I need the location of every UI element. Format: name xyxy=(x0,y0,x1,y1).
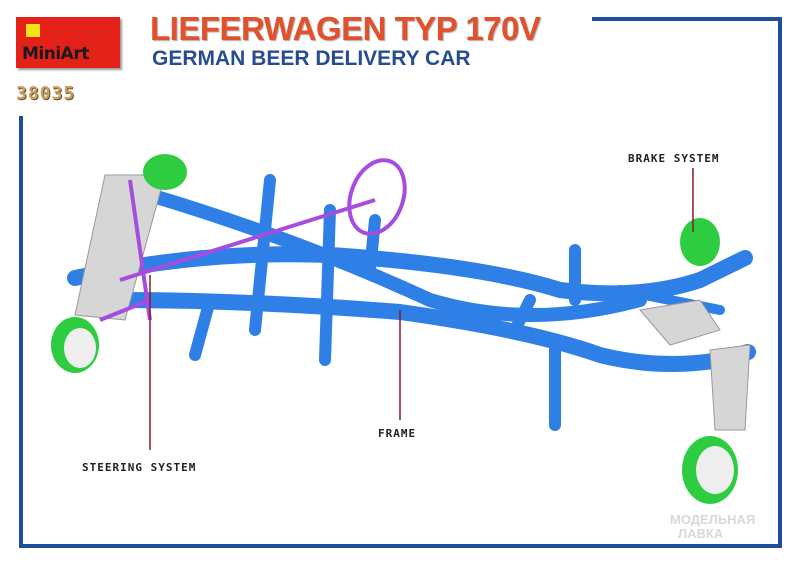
page-title: LIEFERWAGEN TYP 170V xyxy=(150,10,541,47)
wheel-rear-left xyxy=(680,218,720,266)
logo-text: MiniArt xyxy=(22,44,89,64)
steering-parts xyxy=(99,158,407,322)
miniart-logo: MiniArt xyxy=(16,17,120,68)
callout-lines xyxy=(149,168,694,450)
page-subtitle: GERMAN BEER DELIVERY CAR xyxy=(152,47,471,70)
steering-wheel-icon xyxy=(347,158,407,236)
rear-axle xyxy=(639,299,751,431)
watermark-line2: ЛАВКА xyxy=(678,526,724,541)
border-top xyxy=(592,17,782,21)
border-left xyxy=(19,116,23,548)
wheel-front-left xyxy=(143,154,187,190)
chassis-frame xyxy=(67,174,756,431)
frame-label: FRAME xyxy=(378,427,417,440)
watermark-line1: МОДЕЛЬНАЯ xyxy=(670,512,756,527)
logo-square xyxy=(26,24,40,37)
brake-system-label: BRAKE SYSTEM xyxy=(628,152,720,165)
watermark: МОДЕЛЬНАЯ ЛАВКА xyxy=(670,513,755,541)
wheels xyxy=(51,154,738,504)
border-right xyxy=(778,17,782,548)
steering-system-label: STEERING SYSTEM xyxy=(82,461,197,474)
kit-number: 38035 xyxy=(16,83,76,104)
border-bottom xyxy=(19,544,782,548)
